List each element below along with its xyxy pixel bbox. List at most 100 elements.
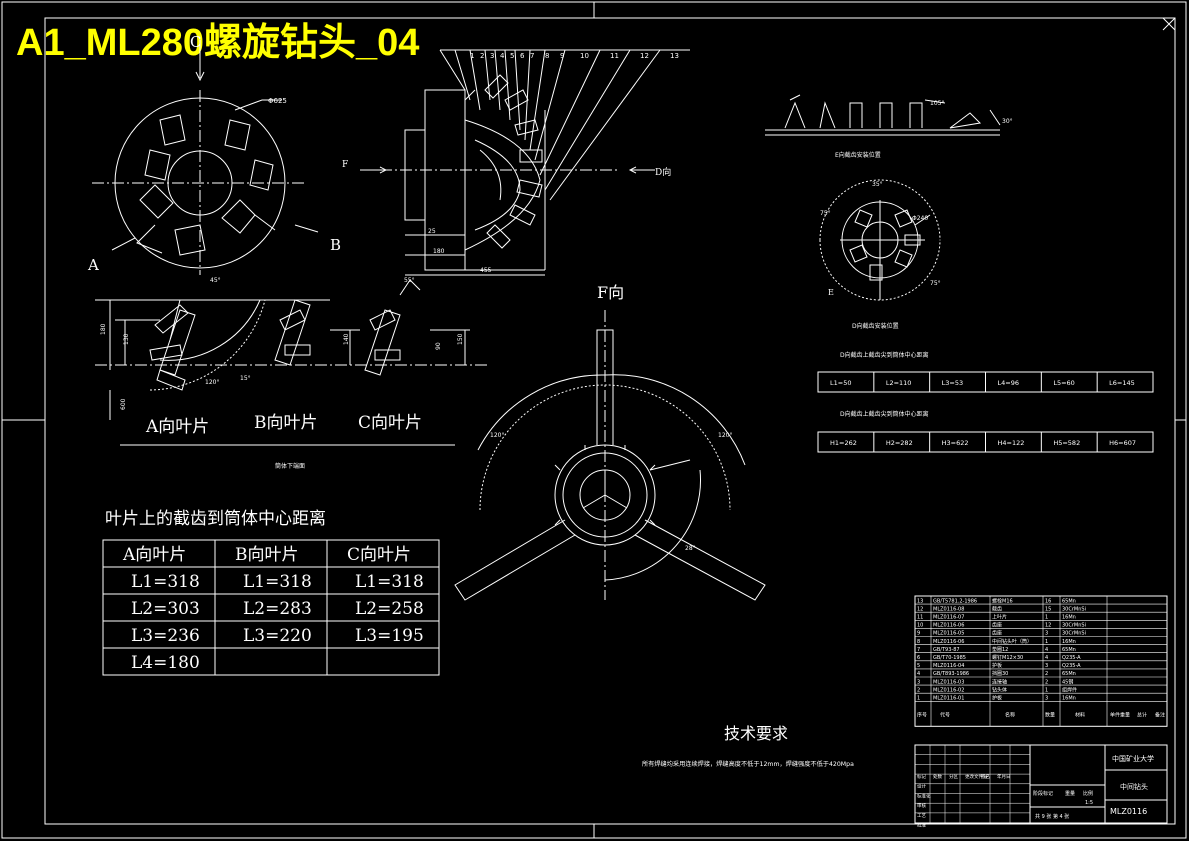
e-view xyxy=(765,94,1001,136)
parts-list-cell: 2 xyxy=(1045,679,1048,685)
tech-text: 所有焊缝均采用连续焊接，焊缝高度不低于12mm，焊缝强度不低于420Mpa xyxy=(642,760,854,768)
dim-105: 105° xyxy=(930,100,944,107)
parts-list-header: 单件重量 xyxy=(1110,711,1130,718)
parts-list-cell: 45钢 xyxy=(1062,678,1073,685)
parts-list-cell: 螺钉M12×30 xyxy=(992,654,1023,661)
parts-list-cell: MLZ0116-06 xyxy=(933,639,964,645)
big-table-cell: L4=180 xyxy=(131,653,200,673)
l_table-cell: L6=145 xyxy=(1109,379,1135,387)
part-callout-11: 11 xyxy=(610,52,619,60)
big-table-cell: L2=303 xyxy=(131,599,200,619)
dim-150: 150 xyxy=(457,333,464,345)
parts-list-cell: GB/T893-1986 xyxy=(933,671,969,677)
parts-list-cell: 30CrMnSi xyxy=(1062,623,1086,629)
drawing-title: A1_ML280螺旋钻头_04 xyxy=(16,22,419,64)
dim-dia-d: Φ240 xyxy=(912,215,928,222)
l_table-cell: L1=50 xyxy=(830,379,851,387)
part-callout-2: 2 xyxy=(480,52,484,60)
part-callout-13: 13 xyxy=(670,52,679,60)
part-callout-4: 4 xyxy=(500,52,505,60)
h_table-cell: H6=607 xyxy=(1109,439,1136,447)
title-sheet: 共 9 张 第 4 张 xyxy=(1035,813,1069,820)
dim-dia-front: Φ625 xyxy=(268,97,287,105)
parts-list-cell: 1 xyxy=(1045,639,1048,645)
title-role: 处数 xyxy=(933,773,942,780)
big-table-cell: L3=236 xyxy=(131,626,200,646)
title-stage: 阶段标记 xyxy=(1033,790,1053,797)
dim-600: 600 xyxy=(120,398,127,410)
dim-90: 90 xyxy=(435,342,442,350)
ang-15: 15° xyxy=(240,375,251,382)
parts-list-cell: 齿座 xyxy=(992,622,1002,629)
e-view-note: E向截齿安装位置 xyxy=(835,151,881,159)
parts-list-cell: 16Mn xyxy=(1062,615,1076,621)
parts-list-cell: GB/T93-87 xyxy=(933,647,960,653)
parts-list-cell: 3 xyxy=(1045,696,1048,702)
title-role: 设计 xyxy=(917,783,926,790)
parts-list-cell: 4 xyxy=(1045,655,1048,661)
parts-list-cell: GB/T5781.2-1986 xyxy=(933,598,977,604)
ang-120: 120° xyxy=(205,379,219,386)
parts-list-cell: 7 xyxy=(917,647,920,653)
big-table-cell: L2=283 xyxy=(243,599,312,619)
f-dim-120a: 120° xyxy=(490,432,504,439)
dim-130: 130 xyxy=(123,333,130,345)
view-label-c: C xyxy=(190,33,201,51)
f-view-label: F向 xyxy=(597,283,624,302)
parts-list-cell: MLZ0116-06 xyxy=(933,623,964,629)
dim-180: 180 xyxy=(100,323,107,335)
part-callout-9: 9 xyxy=(560,52,564,60)
h_table-cell: H5=582 xyxy=(1053,439,1080,447)
dim-30: 30° xyxy=(1002,118,1013,125)
parts-list-cell: 6 xyxy=(917,655,920,661)
big-table-cell: L1=318 xyxy=(243,572,312,592)
parts-list-header: 名称 xyxy=(1005,711,1015,718)
parts-list-header: 材料 xyxy=(1075,711,1085,718)
blade-label-b: B向叶片 xyxy=(254,413,318,433)
l_table-cell: L5=60 xyxy=(1053,379,1074,387)
big-table-cell: L3=220 xyxy=(243,626,312,646)
parts-list-cell: MLZ0116-07 xyxy=(933,615,964,621)
parts-list-cell: 13 xyxy=(917,598,923,604)
l_table-cell: L4=96 xyxy=(998,379,1019,387)
parts-list-cell: 2 xyxy=(917,687,920,693)
parts-list-cell: 65Mn xyxy=(1062,671,1076,677)
big-table-title: 叶片上的截齿到筒体中心距离 xyxy=(105,509,326,529)
parts-list-cell: 8 xyxy=(917,639,920,645)
title-school: 中国矿业大学 xyxy=(1112,754,1154,763)
title-weight: 重量 xyxy=(1065,790,1075,797)
parts-list-cell: 2 xyxy=(1045,671,1048,677)
view-label-a: A xyxy=(87,256,99,274)
title-role: 更改文件号 xyxy=(965,773,988,780)
big-table-cell: L3=195 xyxy=(355,626,424,646)
parts-list-cell: MLZ0116-01 xyxy=(933,696,964,702)
big-table-cell: L1=318 xyxy=(131,572,200,592)
dim-len-total: 455 xyxy=(480,267,492,274)
parts-list-cell: 16 xyxy=(1045,598,1051,604)
view-label-b: B xyxy=(330,236,341,254)
ang-55: 55° xyxy=(404,277,415,284)
parts-list-cell: 1 xyxy=(1045,615,1048,621)
h_table-cell: H1=262 xyxy=(830,439,857,447)
title-role: 分区 xyxy=(949,773,958,780)
parts-list-header: 序号 xyxy=(917,711,927,718)
part-callout-6: 6 xyxy=(520,52,525,60)
f-arrow-label: F xyxy=(342,160,348,170)
parts-list-cell: 65Mn xyxy=(1062,598,1076,604)
f-dim-120b: 120° xyxy=(718,432,732,439)
parts-list-header: 备注 xyxy=(1155,711,1165,718)
ang-45: 45° xyxy=(210,277,221,284)
dim-35: 35° xyxy=(872,181,883,188)
part-callout-3: 3 xyxy=(490,52,494,60)
f-dim-28: 28° xyxy=(685,545,696,552)
parts-list-cell: 12 xyxy=(917,606,923,612)
parts-list-cell: 连接轴 xyxy=(992,678,1007,685)
parts-list-cell: 钻头体 xyxy=(992,686,1007,693)
part-callout-10: 10 xyxy=(580,52,589,60)
title-ratio: 比例 xyxy=(1083,790,1093,797)
